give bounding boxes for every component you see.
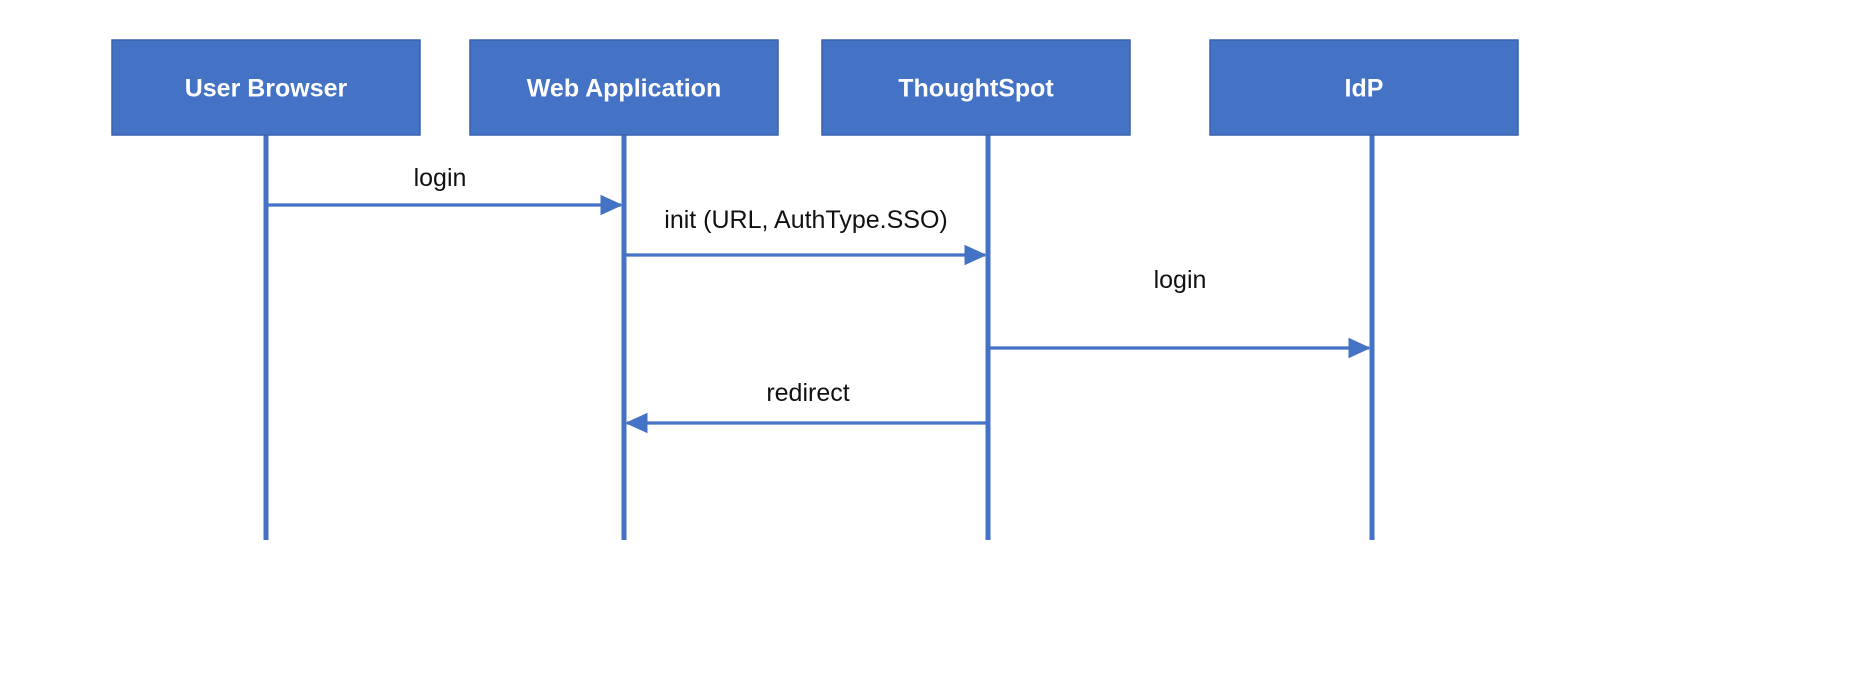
message-init-webapp-to-thoughtspot[interactable]: init (URL, AuthType.SSO) <box>624 206 987 266</box>
participant-box-idp[interactable] <box>1209 39 1519 136</box>
participant-label-idp: IdP <box>1345 75 1384 103</box>
participant-label-thoughtspot: ThoughtSpot <box>898 75 1054 103</box>
message-label-login-browser-to-webapp: login <box>414 164 467 192</box>
participant-box-thoughtspot[interactable] <box>821 39 1131 136</box>
message-login-browser-to-webapp[interactable]: login <box>266 164 623 216</box>
message-login-thoughtspot-to-idp[interactable]: login <box>988 266 1371 359</box>
participant-user-browser[interactable]: User Browser <box>111 39 421 136</box>
participant-thoughtspot[interactable]: ThoughtSpot <box>821 39 1131 136</box>
participant-box-user-browser[interactable] <box>111 39 421 136</box>
message-label-init-webapp-to-thoughtspot: init (URL, AuthType.SSO) <box>664 206 947 234</box>
message-label-login-thoughtspot-to-idp: login <box>1154 266 1207 294</box>
participant-box-web-application[interactable] <box>469 39 779 136</box>
message-label-redirect-thoughtspot-to-webapp: redirect <box>766 379 849 407</box>
participant-label-web-application: Web Application <box>527 75 721 103</box>
participant-web-application[interactable]: Web Application <box>469 39 779 136</box>
participant-idp[interactable]: IdP <box>1209 39 1519 136</box>
message-redirect-thoughtspot-to-webapp[interactable]: redirect <box>625 379 988 434</box>
participant-label-user-browser: User Browser <box>185 75 348 103</box>
lifelines-group <box>263 135 1375 540</box>
